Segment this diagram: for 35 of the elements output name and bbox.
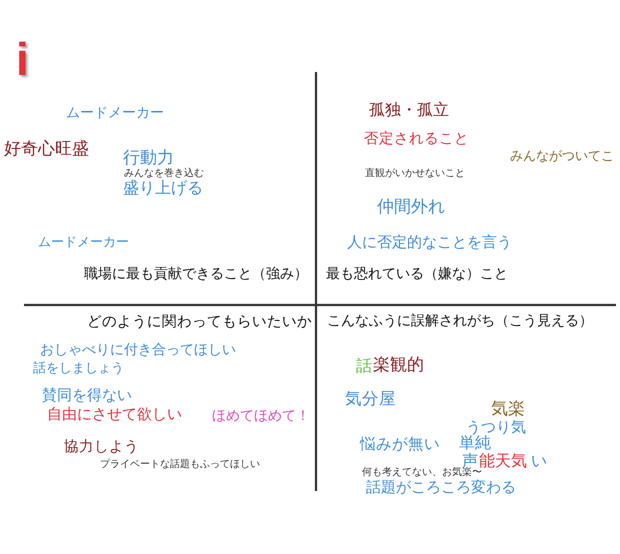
keyword-text: 盛り上げる — [123, 179, 203, 197]
keyword-text: 自由にさせて欲しい — [47, 406, 182, 422]
quadrant-heading: こんなふうに誤解されがち（こう見える） — [327, 314, 593, 330]
note-text: みんなを巻き込む — [124, 168, 204, 179]
note-text: 何も考えてない、お気楽〜 — [362, 467, 482, 478]
keyword-text: 話 — [356, 357, 372, 375]
keyword-text: 人に否定的なことを言う — [347, 234, 512, 250]
keyword-text: 話をしましょう — [33, 362, 124, 376]
keyword-text: 否定されること — [364, 132, 469, 148]
keyword-text: 行動力 — [123, 149, 174, 168]
keyword-text: おしゃべりに付き合ってほしい — [40, 343, 236, 358]
keyword-text: 話題がころころ変わる — [366, 479, 516, 496]
keyword-text: 賛同を得ない — [42, 387, 132, 404]
keyword-text: 単純 — [459, 434, 491, 452]
keyword-text: 気分屋 — [345, 390, 396, 408]
quadrant-heading: 最も恐れている（嫌な）こと — [326, 267, 508, 282]
keyword-text: 孤独・孤立 — [369, 101, 449, 119]
keyword-text: ほめてほめて！ — [212, 409, 310, 424]
keyword-text: ムードメーカー — [66, 106, 164, 122]
keyword-text: 楽観的 — [373, 356, 424, 375]
keyword-text: うつり気 — [466, 419, 526, 436]
quadrant-heading: どのように関わってもらいたいか — [87, 315, 312, 331]
keyword-text: 好奇心旺盛 — [4, 140, 89, 159]
keyword-text: みんながついてこ — [510, 150, 614, 164]
keyword-text: 仲間外れ — [377, 198, 445, 217]
note-text: プライベートな話題もふってほしい — [100, 459, 260, 470]
keyword-text: い — [531, 452, 547, 470]
quadrant-heading: 職場に最も貢献できること（強み） — [84, 267, 308, 282]
note-text: 直観がいかせないこと — [365, 168, 465, 179]
corner-letter: i — [16, 34, 29, 85]
keyword-text: 協力しよう — [64, 440, 139, 456]
keyword-text: 悩みが無い — [360, 436, 440, 454]
keyword-text: ムードメーカー — [38, 236, 129, 250]
keyword-text: 能天気 — [479, 452, 527, 470]
keyword-text: 気楽 — [491, 400, 525, 419]
